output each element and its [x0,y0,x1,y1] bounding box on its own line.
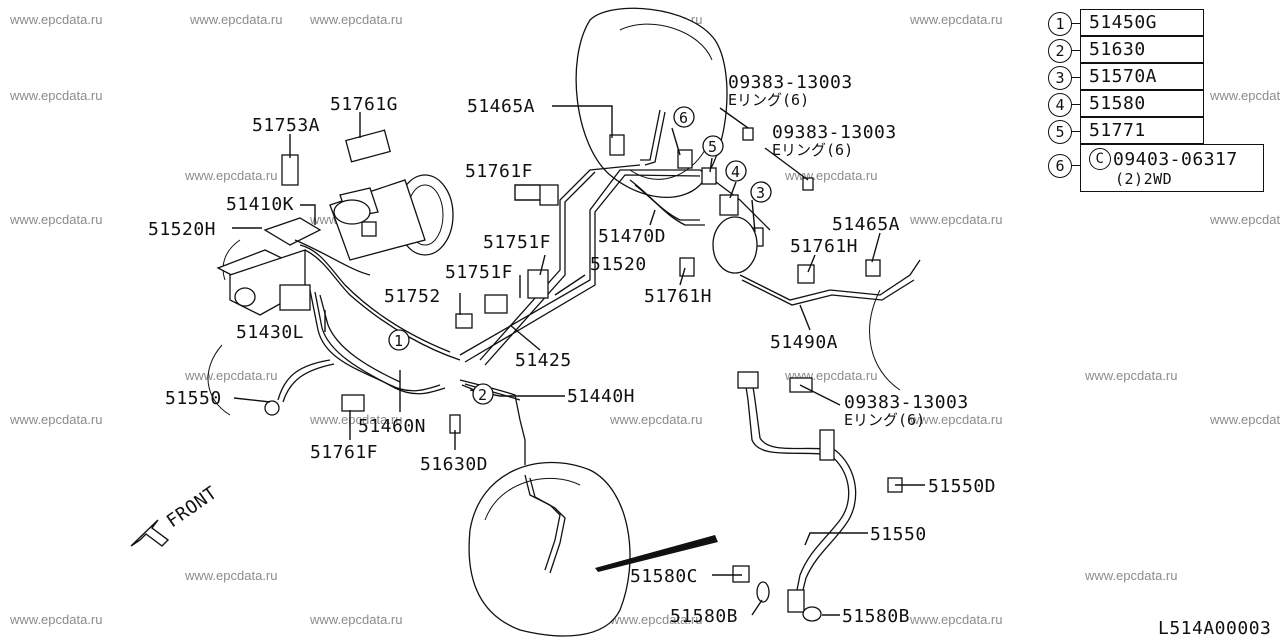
front-label: FRONT [163,482,221,532]
label-09383-c-note: Eリング(6) [844,411,925,429]
brake-booster [329,174,454,261]
label-51520H: 51520H [148,219,216,240]
watermark: www.epcdata.ru [909,12,1003,27]
watermark: www.epcdata.ru [784,168,878,183]
legend-part: 51630 [1080,36,1204,63]
label-51630D: 51630D [420,454,488,475]
legend-num: 4 [1048,93,1072,117]
watermark: www.epcdata.ru [1084,568,1178,583]
label-51761H-b: 51761H [790,236,858,257]
watermark: www.epcdata.ru [189,12,283,27]
label-51520: 51520 [590,254,647,275]
label-51761G: 51761G [330,94,398,115]
label-09383-b-note: Eリング(6) [772,141,853,159]
label-51465A-right: 51465A [832,214,900,235]
label-51430L: 51430L [236,322,304,343]
watermark: www.epcdata.ru [184,568,278,583]
callout-5: 5 [702,135,724,157]
watermark: www.epcdata.ru [1209,212,1280,227]
watermark: www.epcdata.ru [9,412,103,427]
legend-num: 2 [1048,39,1072,63]
label-51440H: 51440H [567,386,635,407]
front-tire-bottom [468,462,718,637]
label-09383-a: 09383-13003 [728,72,853,93]
svg-text:5: 5 [708,138,717,156]
svg-text:3: 3 [756,184,765,202]
watermark: www.epcdata.ru [184,168,278,183]
watermark: www.epcdata.ru [909,612,1003,627]
label-51753A: 51753A [252,115,320,136]
watermark: www.epcdata.ru [609,612,703,627]
label-51580B-b: 51580B [842,606,910,627]
watermark: www.epcdata.ru [1084,368,1178,383]
right-front-hose [732,371,903,622]
svg-text:4: 4 [731,163,740,181]
label-51550-right: 51550 [870,524,927,545]
front-left-arc [207,344,231,416]
callout-3: 3 [750,181,772,203]
rear-tire-right-arc [869,289,901,391]
label-51465A-top: 51465A [467,96,535,117]
legend-num: 1 [1048,12,1072,36]
front-arrow: FRONT [130,482,221,547]
label-09383-b: 09383-13003 [772,122,897,143]
watermark: www.epcdata.ru [9,212,103,227]
legend-part: 51771 [1080,117,1204,144]
watermark: www.epcdata.ru [309,612,403,627]
callout-4: 4 [725,160,747,182]
watermark: www.epcdata.ru [309,12,403,27]
label-51550-left: 51550 [165,388,222,409]
label-51751F-b: 51751F [483,232,551,253]
label-09383-a-note: Eリング(6) [728,91,809,109]
legend-note: (2)2WD [1115,170,1173,188]
brake-pipes [277,109,921,574]
watermark: www.epcdata.ru [1209,88,1280,103]
label-51410K: 51410K [226,194,294,215]
legend-part-box: C 09403-06317 (2)2WD [1080,144,1264,192]
legend-part: 51570A [1080,63,1204,90]
label-51761F-bottom: 51761F [310,442,378,463]
legend-part: 09403-06317 [1113,148,1238,170]
callout-1: 1 [388,329,410,351]
label-09383-c: 09383-13003 [844,392,969,413]
part-labels: 51761G 51753A 51410K 51520H 51430L 51550… [148,72,1271,639]
legend-prefix: C [1089,148,1111,170]
label-51550D: 51550D [928,476,996,497]
label-51751F-a: 51751F [445,262,513,283]
watermark: www.epcdata.ru [909,412,1003,427]
label-51490A: 51490A [770,332,838,353]
clips [264,127,881,434]
label-51580B-a: 51580B [670,606,738,627]
svg-text:6: 6 [679,109,688,127]
watermark: www.epcdata.ru [609,412,703,427]
label-51425: 51425 [515,350,572,371]
legend-num: 6 [1048,154,1072,178]
leader-lines [232,105,925,616]
watermark: www.epcdata.ru [184,368,278,383]
watermark: www.epcdata.ru [9,12,103,27]
callout-2: 2 [472,383,494,405]
watermark: www.epcdata.ru [309,412,403,427]
legend-part: 51450G [1080,9,1204,36]
label-51761F-mid: 51761F [465,161,533,182]
label-51470D: 51470D [598,226,666,247]
watermark: www.epcdata.ru [1209,412,1280,427]
callout-6: 6 [673,106,695,128]
abs-actuator [216,217,322,316]
label-51580C: 51580C [630,566,698,587]
svg-text:2: 2 [478,386,487,404]
legend-part: 51580 [1080,90,1204,117]
legend-num: 3 [1048,66,1072,90]
figure-code: L514A00003 [1158,618,1271,639]
svg-text:1: 1 [394,332,403,350]
watermark: www.epcdata.ru [9,88,103,103]
watermark: www.epcdata.ru [909,212,1003,227]
label-51752: 51752 [384,286,441,307]
watermark: www.epcdata.ru [9,612,103,627]
label-51460N: 51460N [358,416,426,437]
label-51761H-a: 51761H [644,286,712,307]
legend-num: 5 [1048,120,1072,144]
